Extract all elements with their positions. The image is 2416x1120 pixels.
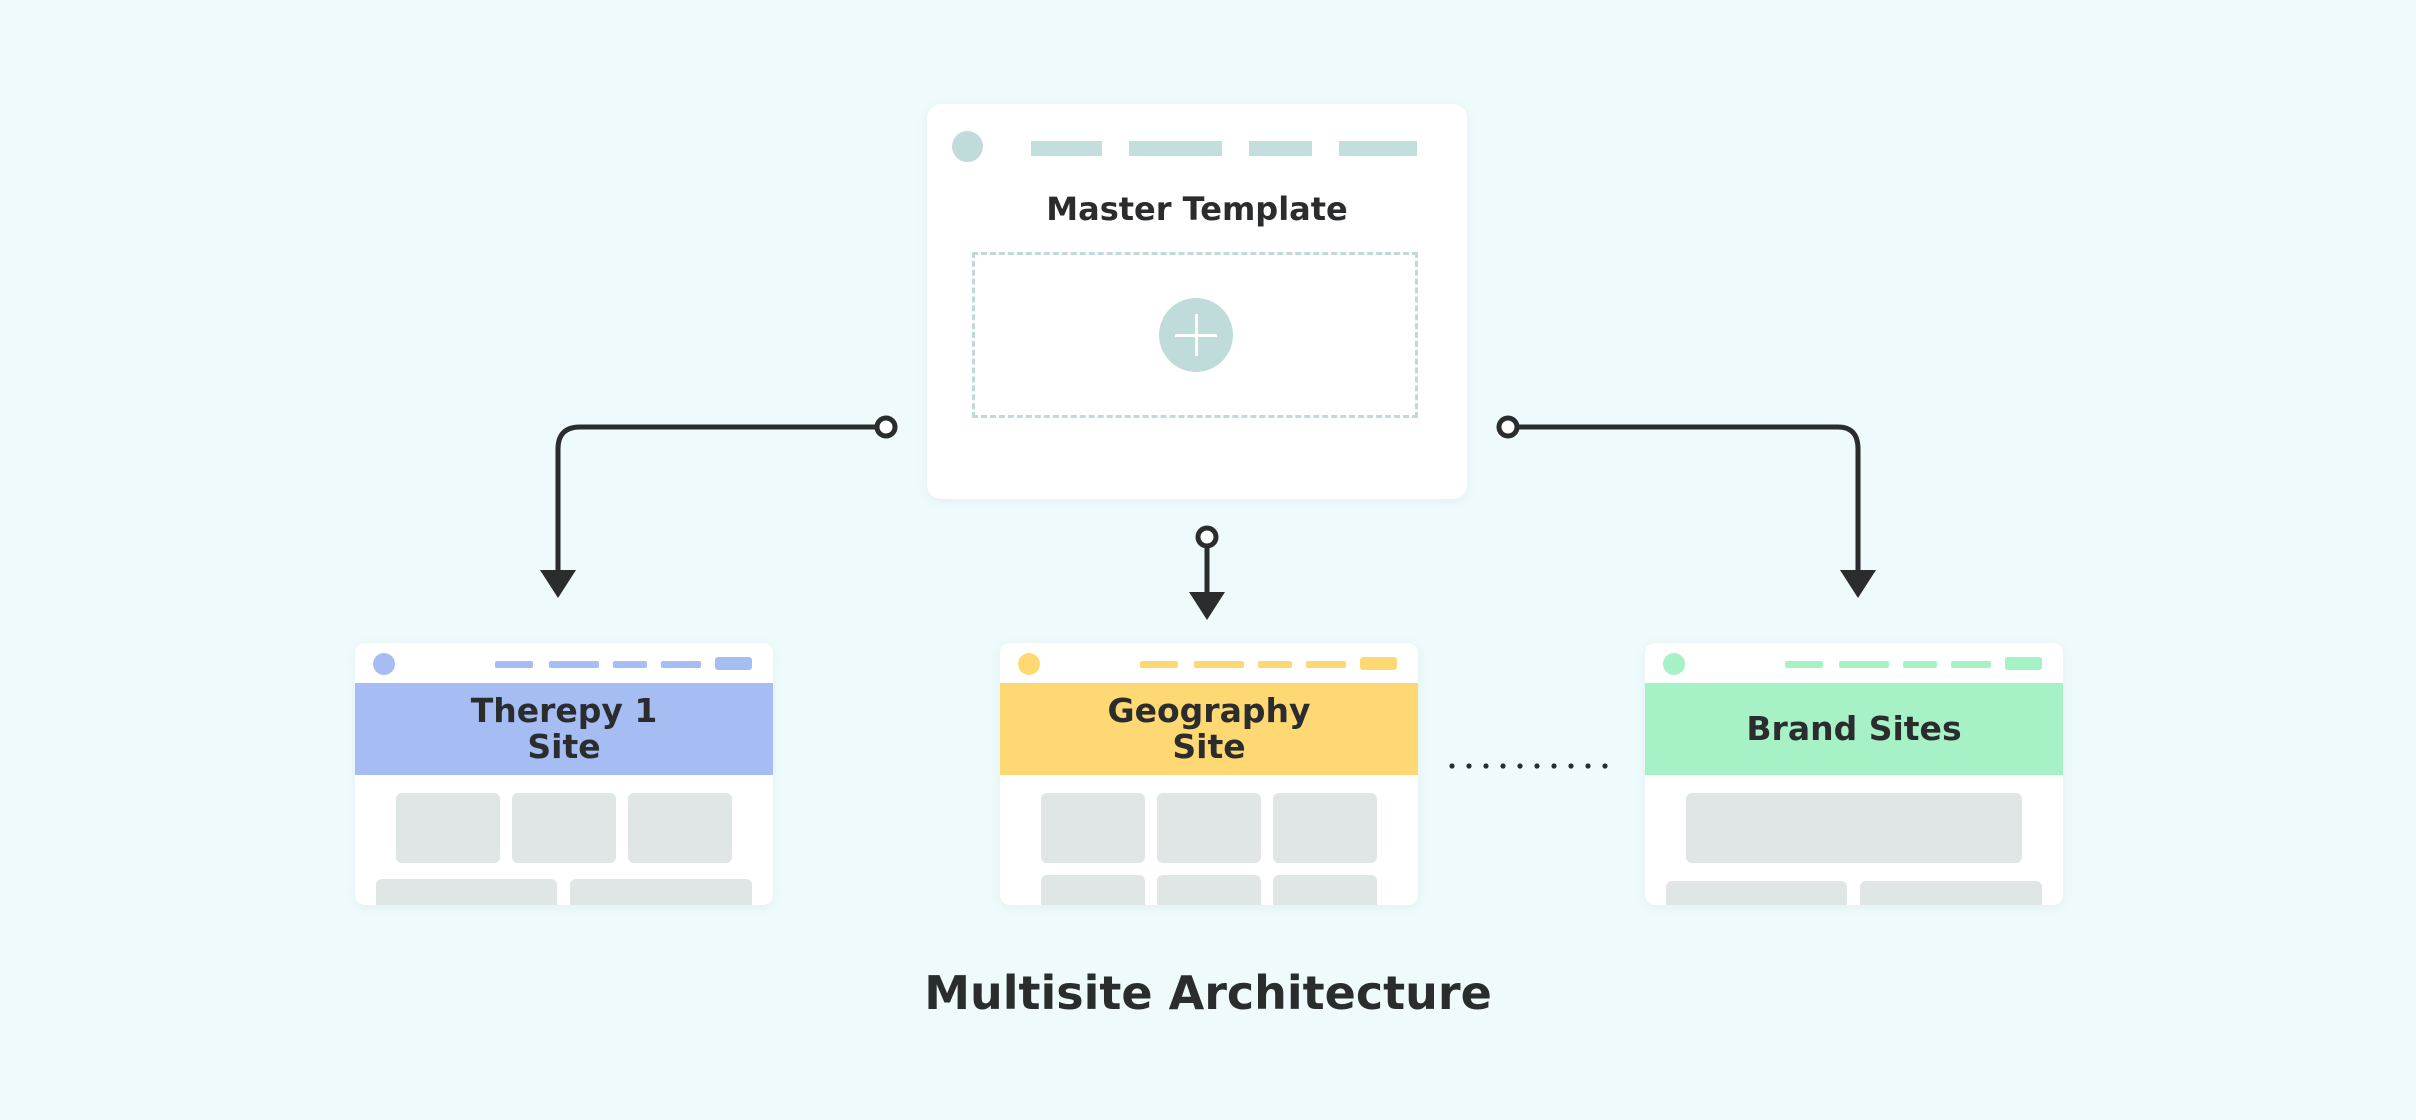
arrowhead-left bbox=[540, 570, 576, 598]
site-card-therepy: Therepy 1 Site bbox=[355, 643, 773, 905]
content-block bbox=[512, 793, 616, 863]
window-dot bbox=[1663, 653, 1685, 675]
content-block bbox=[1041, 875, 1145, 905]
nav-placeholder bbox=[1306, 661, 1346, 668]
template-dropzone bbox=[972, 252, 1418, 418]
nav-placeholder bbox=[613, 661, 647, 668]
content-block bbox=[1686, 793, 2022, 863]
site-banner: Geography Site bbox=[1000, 683, 1418, 775]
nav-placeholder bbox=[1140, 661, 1178, 668]
nav-button-placeholder bbox=[715, 657, 752, 670]
content-block bbox=[1041, 793, 1145, 863]
nav-placeholder bbox=[661, 661, 701, 668]
content-block bbox=[628, 793, 732, 863]
diagram-caption: Multisite Architecture bbox=[924, 966, 1492, 1020]
content-block bbox=[376, 879, 557, 905]
connector-node-right bbox=[1496, 415, 1520, 439]
connector-node-left bbox=[874, 415, 898, 439]
content-block bbox=[396, 793, 500, 863]
window-dot bbox=[952, 131, 983, 162]
arrowhead-right bbox=[1840, 570, 1876, 598]
site-title-line2: Site bbox=[1172, 727, 1246, 766]
site-banner: Brand Sites bbox=[1645, 683, 2063, 775]
nav-placeholder bbox=[1249, 141, 1312, 156]
connector-right bbox=[1513, 424, 1861, 578]
arrowhead-center bbox=[1189, 592, 1225, 620]
nav-placeholder bbox=[1785, 661, 1823, 668]
master-template-card: Master Template bbox=[927, 104, 1467, 499]
content-block bbox=[570, 879, 752, 905]
nav-placeholder bbox=[1339, 141, 1417, 156]
connector-node-center bbox=[1195, 525, 1219, 549]
plus-icon bbox=[1159, 298, 1233, 372]
site-banner: Therepy 1 Site bbox=[355, 683, 773, 775]
window-dot bbox=[373, 653, 395, 675]
window-dot bbox=[1018, 653, 1040, 675]
nav-placeholder bbox=[1194, 661, 1244, 668]
site-card-geography: Geography Site bbox=[1000, 643, 1418, 905]
nav-placeholder bbox=[495, 661, 533, 668]
site-title-line1: Geography bbox=[1107, 691, 1311, 730]
nav-placeholder bbox=[1258, 661, 1292, 668]
connector-left bbox=[555, 424, 881, 578]
site-title-line1: Brand Sites bbox=[1746, 709, 1962, 748]
nav-button-placeholder bbox=[1360, 657, 1397, 670]
content-block bbox=[1273, 793, 1377, 863]
master-template-title: Master Template bbox=[1046, 190, 1348, 228]
content-block bbox=[1157, 875, 1261, 905]
nav-placeholder bbox=[1951, 661, 1991, 668]
nav-placeholder bbox=[1839, 661, 1889, 668]
site-title-line2: Site bbox=[527, 727, 601, 766]
nav-placeholder bbox=[1129, 141, 1222, 156]
content-block bbox=[1666, 881, 1847, 905]
content-block bbox=[1860, 881, 2042, 905]
content-block bbox=[1273, 875, 1377, 905]
site-card-brand: Brand Sites bbox=[1645, 643, 2063, 905]
nav-placeholder bbox=[549, 661, 599, 668]
nav-button-placeholder bbox=[2005, 657, 2042, 670]
site-title-line1: Therepy 1 bbox=[470, 691, 658, 730]
nav-placeholder bbox=[1903, 661, 1937, 668]
nav-placeholder bbox=[1031, 141, 1102, 156]
ellipsis-dots bbox=[1449, 763, 1608, 769]
content-block bbox=[1157, 793, 1261, 863]
